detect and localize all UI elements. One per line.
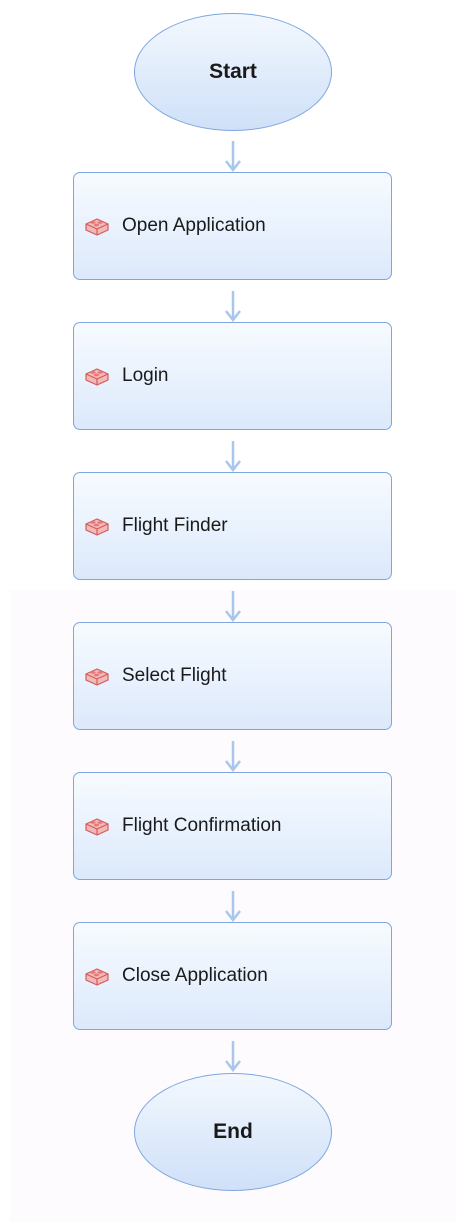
connector-arrow: [225, 291, 241, 323]
end-node-label: End: [213, 1120, 253, 1143]
step-flight-confirmation[interactable]: Flight Confirmation: [73, 772, 392, 880]
step-label: Login: [122, 365, 169, 386]
step-label: Flight Confirmation: [122, 815, 282, 836]
business-component-icon: [85, 818, 109, 836]
connector-arrow: [225, 141, 241, 173]
step-label: Close Application: [122, 965, 268, 986]
connector-arrow: [225, 591, 241, 623]
step-label: Flight Finder: [122, 515, 228, 536]
step-open-application[interactable]: Open Application: [73, 172, 392, 280]
business-component-icon: [85, 518, 109, 536]
step-select-flight[interactable]: Select Flight: [73, 622, 392, 730]
connector-arrow: [225, 441, 241, 473]
step-login[interactable]: Login: [73, 322, 392, 430]
start-node[interactable]: Start: [134, 13, 332, 131]
step-close-application[interactable]: Close Application: [73, 922, 392, 1030]
business-component-icon: [85, 968, 109, 986]
connector-arrow: [225, 891, 241, 923]
business-component-icon: [85, 368, 109, 386]
end-node[interactable]: End: [134, 1073, 332, 1191]
step-label: Select Flight: [122, 665, 227, 686]
start-node-label: Start: [209, 60, 257, 83]
step-flight-finder[interactable]: Flight Finder: [73, 472, 392, 580]
business-component-icon: [85, 668, 109, 686]
connector-arrow: [225, 741, 241, 773]
step-label: Open Application: [122, 215, 266, 236]
business-component-icon: [85, 218, 109, 236]
connector-arrow: [225, 1041, 241, 1073]
